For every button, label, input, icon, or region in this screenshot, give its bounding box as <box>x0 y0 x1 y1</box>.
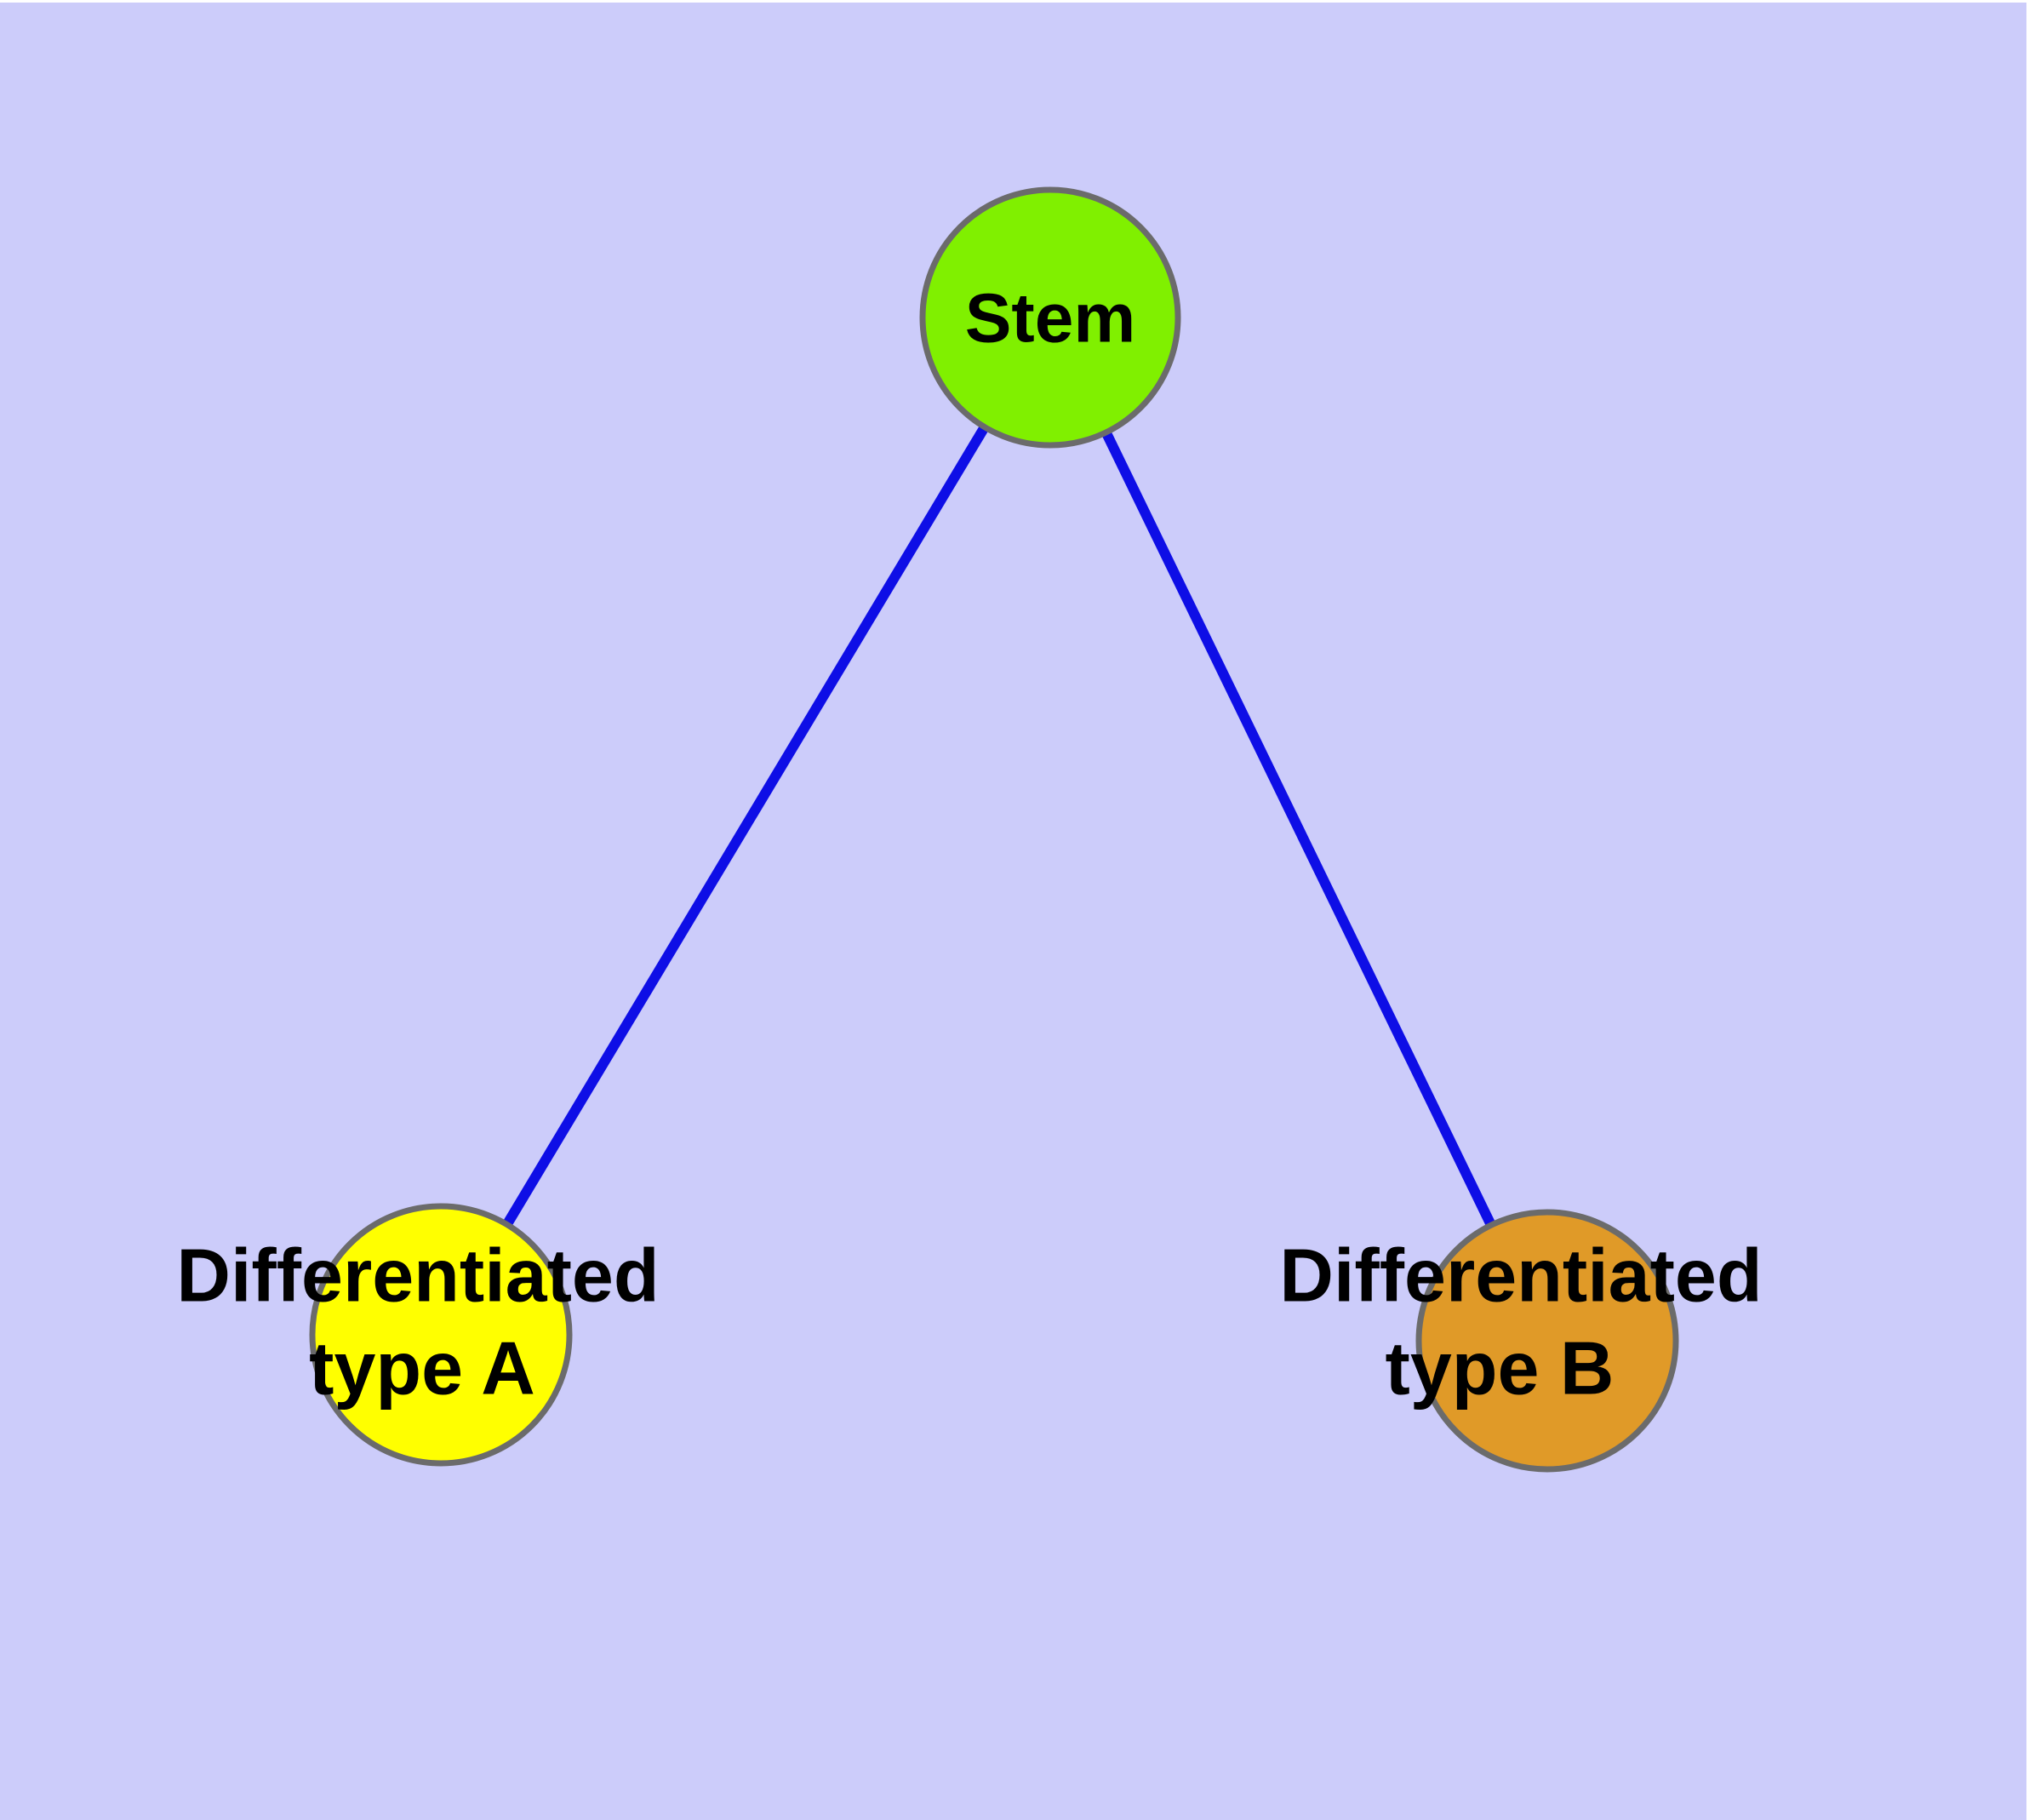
edge-stem-to-differentiated-type-a[interactable] <box>436 314 1055 1338</box>
node-stem[interactable] <box>919 186 1181 449</box>
node-differentiated-type-a-circle[interactable] <box>309 1203 573 1467</box>
node-differentiated-type-b-label-line2: type B <box>1386 1325 1615 1410</box>
edge-stem-to-differentiated-type-b[interactable] <box>1045 315 1552 1343</box>
node-differentiated-type-b-label-line1: Differentiated <box>1279 1233 1762 1317</box>
node-differentiated-type-a-label-line2: type A <box>309 1325 535 1410</box>
node-differentiated-type-a-label-line1: Differentiated <box>176 1233 659 1317</box>
node-differentiated-type-a[interactable] <box>309 1203 573 1467</box>
node-stem-circle[interactable] <box>919 186 1181 449</box>
node-differentiated-type-b-circle[interactable] <box>1415 1209 1679 1473</box>
node-layer <box>309 186 1679 1473</box>
node-stem-label: Stem <box>965 280 1136 358</box>
label-layer: Stem Differentiated type A Differentiate… <box>176 280 1762 1411</box>
node-differentiated-type-b[interactable] <box>1415 1209 1679 1473</box>
edge-layer <box>436 314 1552 1343</box>
